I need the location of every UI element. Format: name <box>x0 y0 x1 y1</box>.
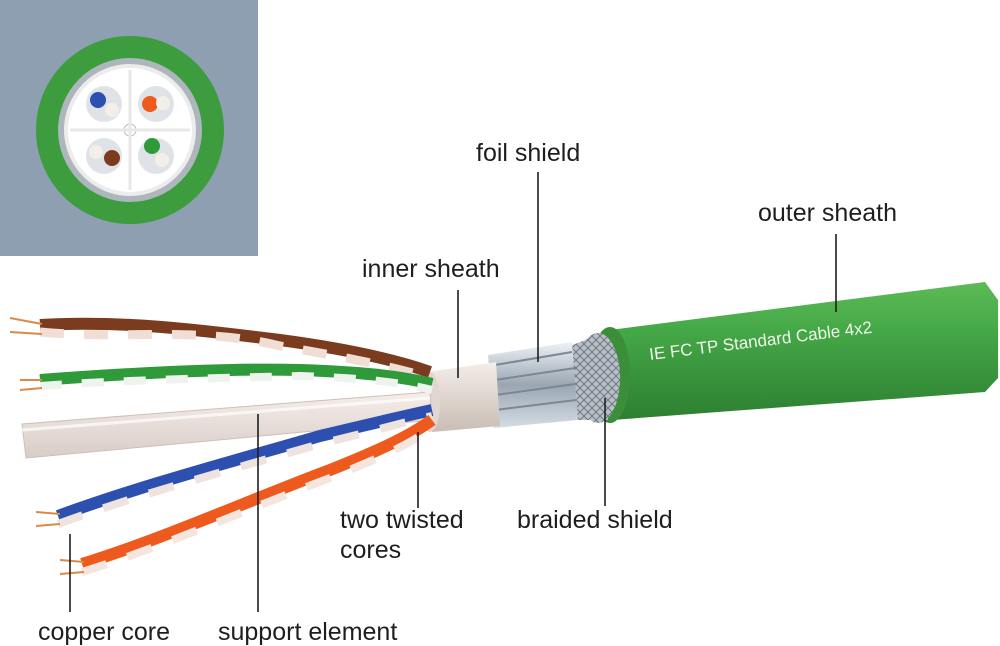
label-two-twisted-cores-line2: cores <box>340 536 402 564</box>
label-outer-sheath: outer sheath <box>758 199 897 227</box>
orange-pair <box>59 415 436 576</box>
brown-pair <box>9 317 432 383</box>
blue-pair <box>35 404 434 528</box>
label-two-twisted-cores-line1: two twisted <box>340 506 464 534</box>
outer-sheath <box>610 282 998 420</box>
label-braided-shield: braided shield <box>517 506 673 534</box>
cross-section-illustration <box>36 36 224 224</box>
label-foil-shield: foil shield <box>476 139 581 167</box>
foil-shield <box>488 342 578 428</box>
label-two-twisted-cores: two twisted cores <box>340 505 464 565</box>
label-inner-sheath: inner sheath <box>362 255 500 283</box>
label-support-element: support element <box>218 618 398 646</box>
inner-sheath <box>428 362 500 432</box>
cross-section-inset <box>0 0 258 256</box>
green-pair <box>19 363 434 394</box>
label-copper-core: copper core <box>38 618 171 646</box>
leader-lines <box>69 172 837 612</box>
